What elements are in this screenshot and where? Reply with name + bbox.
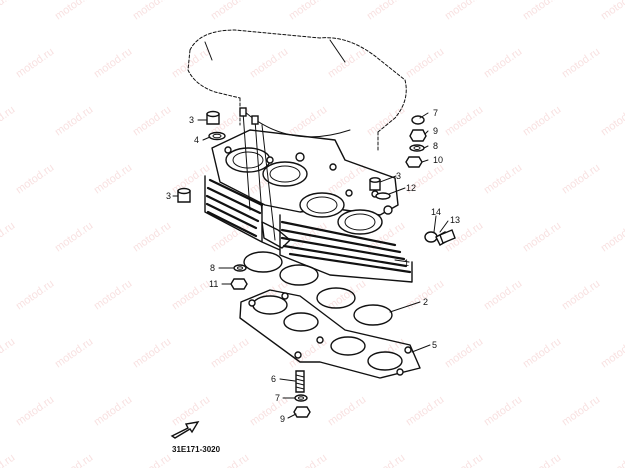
- callout-1: 1: [404, 258, 409, 268]
- watermark-text: motod.ru: [209, 0, 251, 22]
- watermark-text: motod.ru: [0, 336, 17, 371]
- watermark-text: motod.ru: [131, 0, 173, 22]
- watermark-text: motod.ru: [209, 336, 251, 371]
- watermark-text: motod.ru: [92, 162, 134, 197]
- watermark-text: motod.ru: [365, 0, 407, 22]
- watermark-text: motod.ru: [560, 394, 602, 429]
- watermark-text: motod.ru: [131, 220, 173, 255]
- front-arrow-icon: [170, 421, 200, 439]
- watermark-text: motod.ru: [0, 104, 17, 139]
- watermark-text: motod.ru: [560, 278, 602, 313]
- callout-8: 8: [433, 141, 438, 151]
- watermark-text: motod.ru: [560, 46, 602, 81]
- watermark-text: motod.ru: [131, 452, 173, 468]
- callout-9: 9: [433, 126, 438, 136]
- callout-3: 3: [396, 171, 401, 181]
- base-gasket: [239, 289, 421, 379]
- callout-14: 14: [431, 207, 441, 217]
- callout-7: 7: [433, 108, 438, 118]
- callout-4: 4: [194, 135, 199, 145]
- watermark-text: motod.ru: [170, 162, 212, 197]
- watermark-text: motod.ru: [14, 46, 56, 81]
- callout-3: 3: [166, 191, 171, 201]
- watermark-text: motod.ru: [326, 394, 368, 429]
- callout-3: 3: [189, 115, 194, 125]
- watermark-text: motod.ru: [521, 220, 563, 255]
- watermark-text: motod.ru: [131, 336, 173, 371]
- callout-2: 2: [423, 297, 428, 307]
- watermark-text: motod.ru: [0, 452, 17, 468]
- watermark-text: motod.ru: [92, 278, 134, 313]
- watermark-text: motod.ru: [170, 278, 212, 313]
- left-fasteners: [230, 264, 248, 290]
- watermark-text: motod.ru: [599, 220, 625, 255]
- watermark-text: motod.ru: [131, 104, 173, 139]
- watermark-text: motod.ru: [521, 336, 563, 371]
- watermark-text: motod.ru: [14, 162, 56, 197]
- watermark-text: motod.ru: [560, 162, 602, 197]
- watermark-text: motod.ru: [443, 0, 485, 22]
- dowel-pins: [177, 110, 391, 203]
- callout-13: 13: [450, 215, 460, 225]
- watermark-text: motod.ru: [599, 452, 625, 468]
- watermark-text: motod.ru: [443, 452, 485, 468]
- watermark-text: motod.ru: [92, 394, 134, 429]
- callout-9: 9: [280, 414, 285, 424]
- watermark-text: motod.ru: [209, 452, 251, 468]
- watermark-text: motod.ru: [599, 0, 625, 22]
- callout-8: 8: [210, 263, 215, 273]
- watermark-text: motod.ru: [287, 104, 329, 139]
- bolt-and-washer: [424, 229, 456, 246]
- watermark-text: motod.ru: [14, 278, 56, 313]
- watermark-text: motod.ru: [248, 46, 290, 81]
- watermark-text: motod.ru: [326, 46, 368, 81]
- watermark-text: motod.ru: [599, 336, 625, 371]
- watermark-text: motod.ru: [53, 104, 95, 139]
- watermark-text: motod.ru: [521, 104, 563, 139]
- watermark-text: motod.ru: [443, 336, 485, 371]
- watermark-text: motod.ru: [482, 394, 524, 429]
- watermark-text: motod.ru: [599, 104, 625, 139]
- watermark-text: motod.ru: [287, 0, 329, 22]
- watermark-text: motod.ru: [14, 394, 56, 429]
- top-fasteners: [405, 115, 427, 168]
- watermark-text: motod.ru: [482, 46, 524, 81]
- callout-11: 11: [209, 279, 218, 289]
- watermark-text: motod.ru: [0, 220, 17, 255]
- watermark-text: motod.ru: [404, 394, 446, 429]
- watermark-text: motod.ru: [521, 0, 563, 22]
- watermark-text: motod.ru: [404, 46, 446, 81]
- callout-10: 10: [433, 155, 443, 165]
- callout-7: 7: [275, 393, 280, 403]
- diagram-code: 31E171-3020: [172, 445, 221, 454]
- watermark-text: motod.ru: [287, 452, 329, 468]
- callout-6: 6: [271, 374, 276, 384]
- callout-12: 12: [406, 183, 416, 193]
- o-rings: [243, 251, 393, 326]
- watermark-text: motod.ru: [92, 46, 134, 81]
- watermark-text: motod.ru: [443, 104, 485, 139]
- watermark-text: motod.ru: [53, 452, 95, 468]
- watermark-text: motod.ru: [482, 162, 524, 197]
- watermark-text: motod.ru: [53, 220, 95, 255]
- watermark-text: motod.ru: [482, 278, 524, 313]
- leader-lines: [172, 112, 449, 419]
- watermark-text: motod.ru: [365, 452, 407, 468]
- cylinder-block: [204, 107, 413, 283]
- watermark-text: motod.ru: [0, 0, 17, 22]
- callout-5: 5: [432, 340, 437, 350]
- watermark-text: motod.ru: [53, 0, 95, 22]
- lower-stud-set: [293, 370, 311, 418]
- watermark-text: motod.ru: [521, 452, 563, 468]
- callout-labels: 1 2 3 3 3 4 5 6 7 7 8 8 9 9 10 11 12 13 …: [166, 108, 460, 424]
- watermark-text: motod.ru: [53, 336, 95, 371]
- watermark-text: motod.ru: [404, 278, 446, 313]
